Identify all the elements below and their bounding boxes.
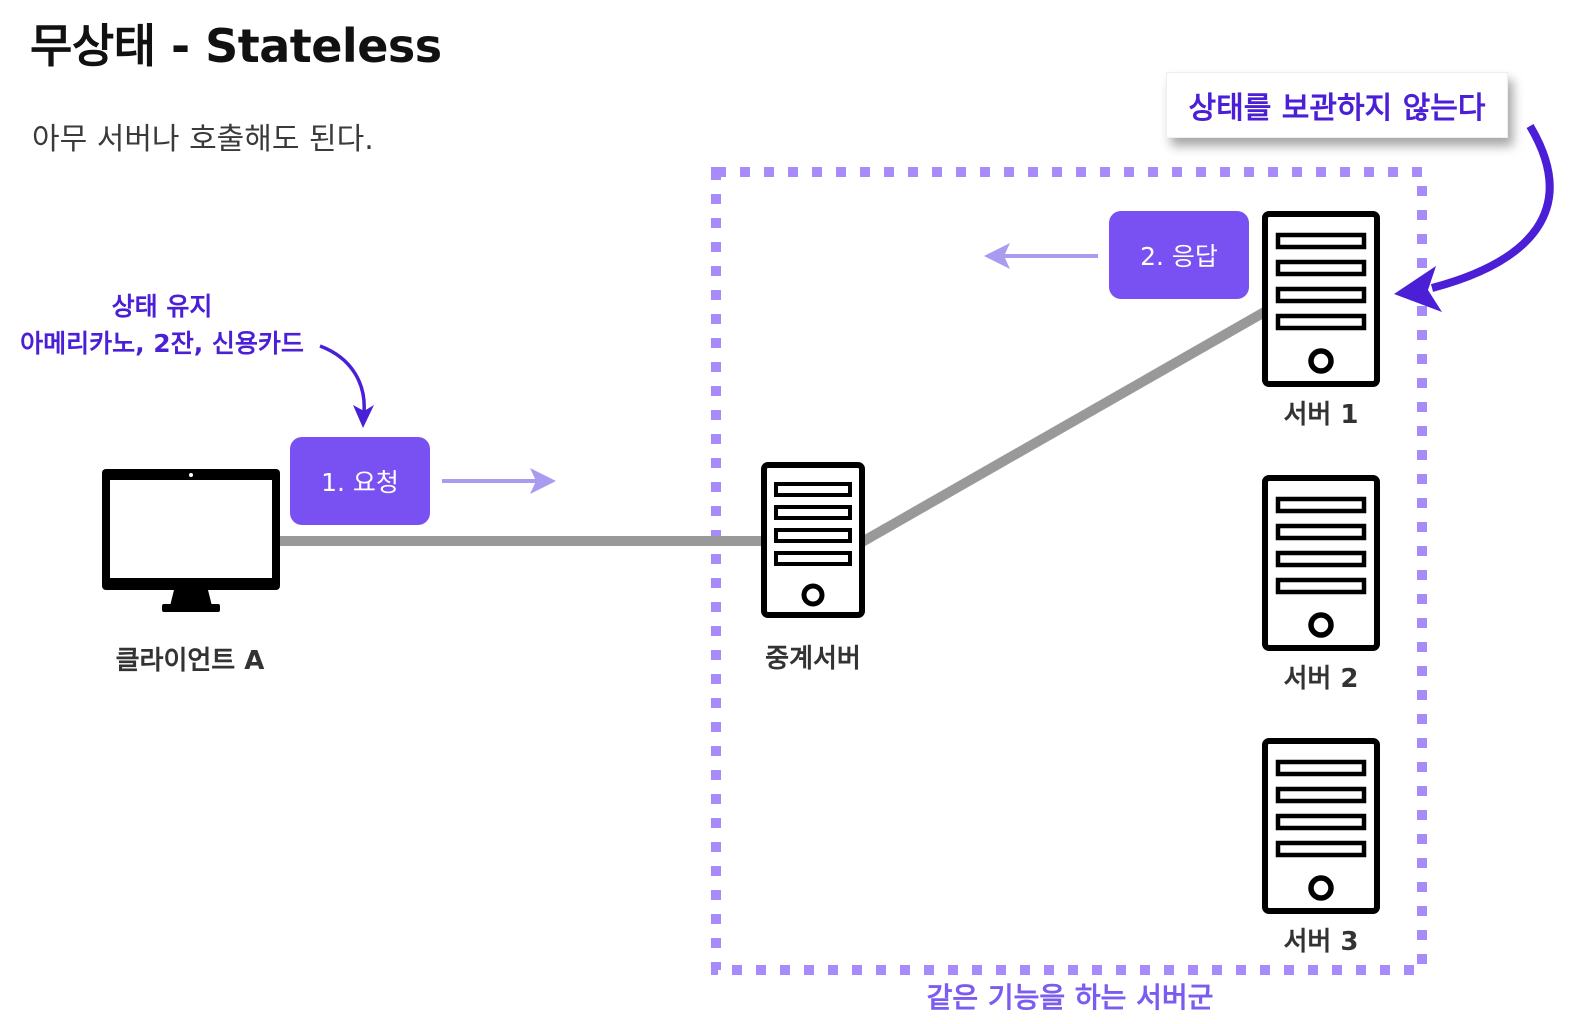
callout-arrow [1394, 123, 1554, 312]
response-badge: 2. 응답 [1109, 211, 1249, 299]
request-badge: 1. 요청 [290, 437, 430, 525]
server-1-label: 서버 1 [1283, 400, 1359, 430]
client-label: 클라이언트 A [115, 646, 265, 676]
server-group-label: 같은 기능을 하는 서버군 [926, 981, 1214, 1014]
proxy-server-icon [761, 462, 865, 618]
response-direction-arrow [984, 243, 1098, 269]
proxy-server-label: 중계서버 [765, 644, 861, 674]
server-2-icon [1262, 475, 1380, 651]
page-title: 무상태 - Stateless [30, 19, 442, 73]
state-note-line-2: 아메리카노, 2잔, 신용카드 [20, 329, 304, 358]
proxy-server1-connection [859, 305, 1271, 547]
server-2-label: 서버 2 [1283, 664, 1359, 694]
server-3-icon [1262, 738, 1380, 914]
state-note-line-1: 상태 유지 [111, 292, 213, 321]
stateless-callout: 상태를 보관하지 않는다 [1166, 72, 1508, 138]
state-note-arrow [319, 344, 374, 428]
page-subtitle: 아무 서버나 호출해도 된다. [32, 122, 374, 157]
request-direction-arrow [442, 468, 556, 494]
server-group-border [711, 167, 1427, 975]
client-monitor-icon [102, 469, 280, 612]
state-note: 상태 유지 아메리카노, 2잔, 신용카드 [12, 288, 312, 362]
server-3-label: 서버 3 [1283, 927, 1359, 957]
server-1-icon [1262, 211, 1380, 387]
